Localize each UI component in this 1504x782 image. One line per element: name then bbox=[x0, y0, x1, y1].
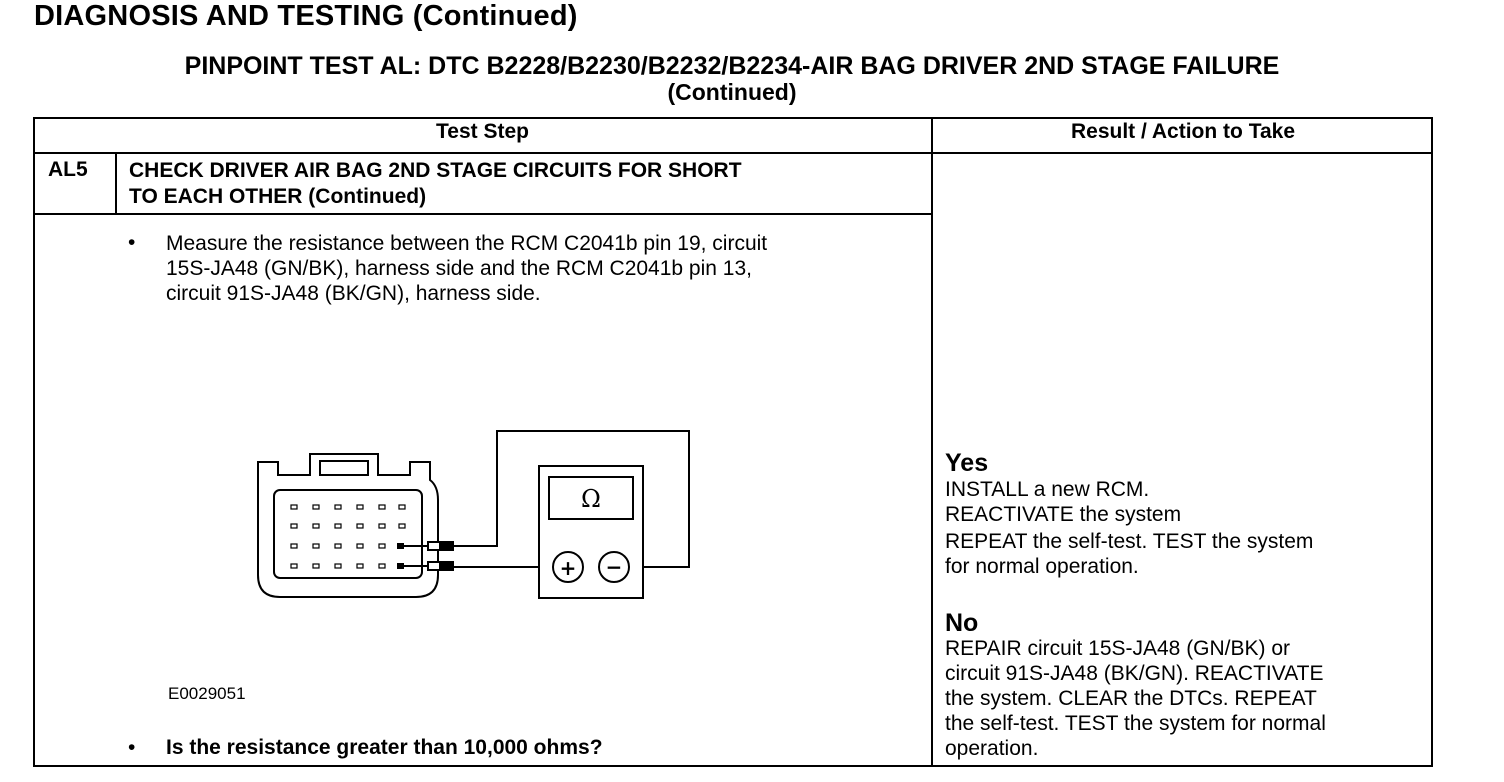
test-table bbox=[33, 117, 1433, 767]
pinpoint-test-continued: (Continued) bbox=[667, 79, 797, 105]
bullet: • bbox=[128, 736, 136, 759]
meter-plus-label: + bbox=[560, 556, 577, 580]
connector-pin bbox=[398, 523, 406, 529]
yes-action: INSTALL a new RCM. REACTIVATE the system… bbox=[945, 477, 1313, 579]
connector-pin bbox=[378, 523, 386, 529]
connector-latch bbox=[319, 460, 369, 476]
connector-pin bbox=[356, 523, 364, 529]
meter-plus-jack bbox=[552, 551, 584, 583]
connector-pin bbox=[398, 504, 406, 510]
header-divider bbox=[33, 152, 1433, 154]
instruction-text: Measure the resistance between the RCM C… bbox=[166, 231, 767, 306]
meter-minus-label: − bbox=[606, 555, 623, 579]
yes-action-line: REPEAT the self-test. TEST the system bbox=[945, 530, 1314, 553]
connector-pin bbox=[312, 543, 320, 549]
connector-pin bbox=[356, 543, 364, 549]
test-question: Is the resistance greater than 10,000 oh… bbox=[166, 736, 603, 759]
instruction-line: 15S-JA48 (GN/BK), harness side and the R… bbox=[166, 257, 752, 280]
no-action: REPAIR circuit 15S-JA48 (GN/BK) or circu… bbox=[945, 636, 1326, 761]
no-action-line: the system. CLEAR the DTCs. REPEAT bbox=[945, 687, 1317, 710]
connector-pin bbox=[290, 543, 298, 549]
connector-pin bbox=[334, 563, 342, 569]
connector-pin bbox=[378, 543, 386, 549]
column-divider bbox=[931, 117, 933, 767]
no-action-line: circuit 91S-JA48 (BK/GN). REACTIVATE bbox=[945, 662, 1324, 685]
yes-action-line: for normal operation. bbox=[945, 555, 1139, 578]
yes-label: Yes bbox=[945, 449, 989, 477]
page-title: DIAGNOSIS AND TESTING (Continued) bbox=[34, 0, 578, 32]
instruction-line: circuit 91S-JA48 (BK/GN), harness side. bbox=[166, 282, 541, 305]
meter-minus-jack bbox=[598, 551, 630, 583]
no-action-line: the self-test. TEST the system for norma… bbox=[945, 712, 1326, 735]
no-action-line: REPAIR circuit 15S-JA48 (GN/BK) or bbox=[945, 637, 1291, 660]
step-id: AL5 bbox=[48, 158, 88, 181]
yes-action-line: REACTIVATE the system bbox=[945, 503, 1182, 526]
meter-ohm-symbol: Ω bbox=[581, 485, 601, 513]
connector-outline bbox=[257, 453, 439, 598]
connector-pin bbox=[356, 563, 364, 569]
no-label: No bbox=[945, 609, 979, 637]
step-title: CHECK DRIVER AIR BAG 2ND STAGE CIRCUITS … bbox=[129, 158, 742, 210]
pinpoint-test-title: PINPOINT TEST AL: DTC B2228/B2230/B2232/… bbox=[184, 52, 1280, 80]
probe-2 bbox=[427, 561, 454, 571]
connector-pin bbox=[356, 504, 364, 510]
probe-1 bbox=[427, 541, 454, 551]
header-result-action: Result / Action to Take bbox=[1070, 120, 1296, 143]
connector-pin bbox=[312, 563, 320, 569]
meter-display bbox=[548, 476, 634, 520]
no-action-line: operation. bbox=[945, 737, 1039, 760]
connector-pin bbox=[378, 504, 386, 510]
connector-pin bbox=[290, 563, 298, 569]
connector-pin bbox=[312, 504, 320, 510]
step-id-divider bbox=[115, 152, 117, 214]
connector-pins bbox=[290, 504, 406, 569]
instruction-line: Measure the resistance between the RCM C… bbox=[166, 232, 768, 255]
connector-pin bbox=[290, 523, 298, 529]
header-test-step: Test Step bbox=[436, 120, 529, 143]
connector-pin bbox=[334, 504, 342, 510]
step-title-divider bbox=[33, 213, 932, 215]
step-title-line: CHECK DRIVER AIR BAG 2ND STAGE CIRCUITS … bbox=[129, 159, 742, 182]
step-title-line: TO EACH OTHER (Continued) bbox=[129, 185, 427, 208]
connector-pin bbox=[290, 504, 298, 510]
bullet: • bbox=[128, 231, 136, 254]
connector-pin bbox=[312, 523, 320, 529]
connector-pin bbox=[334, 523, 342, 529]
connector-pin bbox=[378, 563, 386, 569]
connector-cavity bbox=[273, 489, 423, 579]
yes-action-line: INSTALL a new RCM. bbox=[945, 478, 1150, 501]
test-lead-positive bbox=[454, 430, 690, 568]
connector-pin bbox=[334, 543, 342, 549]
figure-id: E0029051 bbox=[168, 684, 246, 703]
